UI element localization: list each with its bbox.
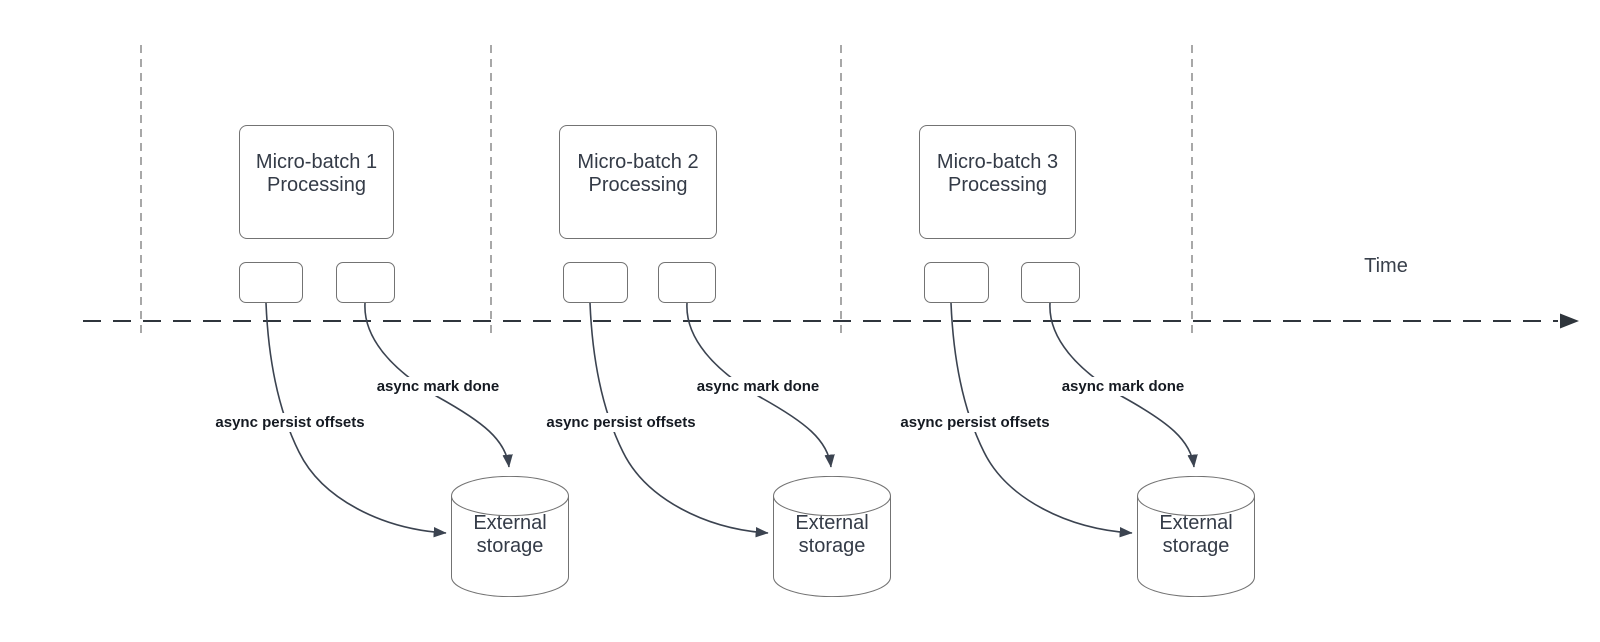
persist-offsets-label: async persist offsets <box>896 413 1054 433</box>
mark-done-label: async mark done <box>372 377 504 397</box>
micro-batch-3-box: Micro-batch 3 Processing <box>919 125 1076 239</box>
mark-done-arrow <box>364 302 513 468</box>
persist-offsets-arrow <box>950 302 1133 538</box>
external-storage-cylinder: External storage <box>451 475 569 598</box>
cylinder-shape-icon <box>1137 475 1255 598</box>
time-axis-arrowhead-icon <box>1560 313 1579 329</box>
persist-offsets-task-chip <box>563 262 628 303</box>
persist-offsets-label: async persist offsets <box>542 413 700 433</box>
mark-done-label: async mark done <box>692 377 824 397</box>
mark-done-task-chip <box>1021 262 1080 303</box>
micro-batch-1-name: Micro-batch 1 <box>255 151 378 173</box>
micro-batch-3-name: Micro-batch 3 <box>936 151 1059 173</box>
storage-label: External storage <box>795 512 869 557</box>
micro-batch-2-box: Micro-batch 2 Processing <box>559 125 717 239</box>
persist-offsets-arrow <box>265 302 447 538</box>
persist-offsets-label: async persist offsets <box>211 413 369 433</box>
mark-done-arrow <box>1049 302 1198 468</box>
micro-batch-2-name: Micro-batch 2 <box>577 151 699 173</box>
mark-done-task-chip <box>658 262 716 303</box>
cylinder-shape-icon <box>451 475 569 598</box>
micro-batch-3-stage: Processing <box>948 174 1047 196</box>
cylinder-shape-icon <box>773 475 891 598</box>
external-storage-cylinder: External storage <box>773 475 891 598</box>
persist-offsets-arrow <box>589 302 769 538</box>
external-storage-cylinder: External storage <box>1137 475 1255 598</box>
micro-batch-2-stage: Processing <box>588 174 688 196</box>
mark-done-label: async mark done <box>1057 377 1189 397</box>
storage-label: External storage <box>473 512 547 557</box>
persist-offsets-task-chip <box>924 262 989 303</box>
mark-done-arrow <box>686 302 835 468</box>
micro-batch-1-stage: Processing <box>267 174 366 196</box>
persist-offsets-task-chip <box>239 262 303 303</box>
storage-label: External storage <box>1159 512 1233 557</box>
time-axis-label: Time <box>1364 255 1408 277</box>
mark-done-task-chip <box>336 262 395 303</box>
micro-batch-1-box: Micro-batch 1 Processing <box>239 125 394 239</box>
